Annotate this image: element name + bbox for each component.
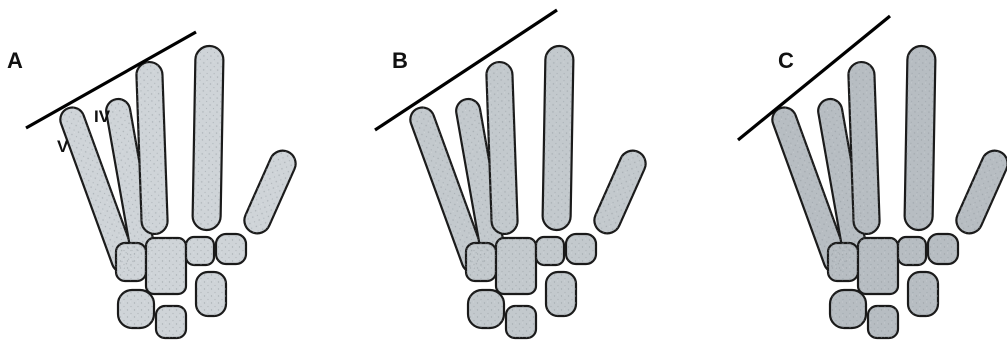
panel-label-c: C	[778, 48, 794, 73]
metacarpal-iv-label: IV	[94, 107, 111, 126]
metacarpal-v-label: V	[57, 137, 69, 156]
panel-b: B	[375, 10, 650, 338]
panel-a: A IV V	[7, 32, 300, 338]
panel-label-a: A	[7, 48, 23, 73]
panel-c: C	[738, 16, 1007, 338]
panel-label-b: B	[392, 48, 408, 73]
